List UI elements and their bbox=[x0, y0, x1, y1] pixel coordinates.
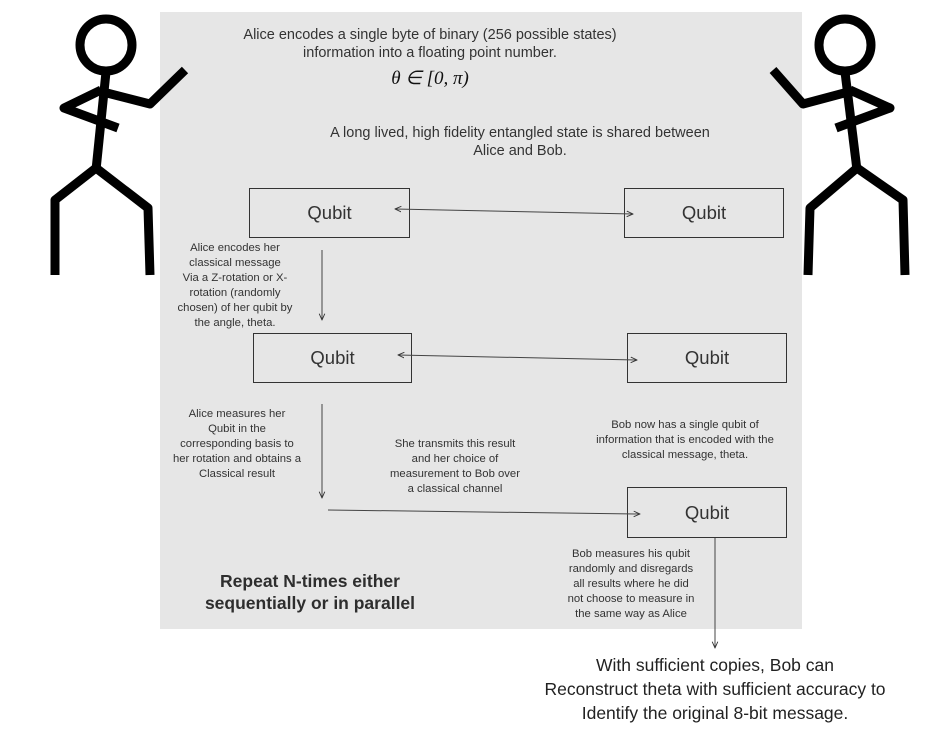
note-line: and her choice of bbox=[411, 453, 499, 465]
classical-channel-arrow bbox=[327, 509, 640, 514]
conclusion-text: With sufficient copies, Bob can Reconstr… bbox=[495, 653, 935, 725]
entanglement-arrow-2 bbox=[398, 355, 637, 360]
note-line: the angle, theta. bbox=[194, 317, 276, 329]
bob-figure bbox=[769, 14, 910, 276]
conclusion-line: With sufficient copies, Bob can bbox=[596, 655, 834, 675]
theta-range: θ ∈ [0, π) bbox=[391, 68, 469, 89]
bob-qubit-3: Qubit bbox=[627, 487, 787, 538]
alice-figure bbox=[50, 14, 189, 276]
note-line: Qubit in the bbox=[208, 423, 266, 435]
bob-qubit-2: Qubit bbox=[627, 333, 787, 383]
note-line: Classical result bbox=[199, 468, 275, 480]
conclusion-line: Reconstruct theta with sufficient accura… bbox=[544, 679, 886, 699]
note-line: Bob now has a single qubit of bbox=[611, 419, 759, 431]
entangled-line-1: A long lived, high fidelity entangled st… bbox=[330, 125, 710, 141]
bob-qubit-1: Qubit bbox=[624, 188, 784, 238]
transmit-note: She transmits this result and her choice… bbox=[380, 437, 530, 497]
note-line: information that is encoded with the bbox=[596, 434, 774, 446]
note-line: all results where he did bbox=[573, 578, 689, 590]
repeat-note: Repeat N-times either sequentially or in… bbox=[180, 570, 440, 614]
intro-text: Alice encodes a single byte of binary (2… bbox=[200, 26, 660, 62]
note-line: randomly and disregards bbox=[568, 563, 694, 575]
note-line: chosen) of her qubit by bbox=[177, 302, 293, 314]
repeat-line: sequentially or in parallel bbox=[204, 593, 416, 613]
intro-line-1: Alice encodes a single byte of binary (2… bbox=[243, 27, 617, 43]
entangled-text: A long lived, high fidelity entangled st… bbox=[290, 124, 750, 160]
note-line: measurement to Bob over bbox=[390, 468, 520, 480]
alice-measure-note: Alice measures her Qubit in the correspo… bbox=[162, 407, 312, 482]
note-line: Alice encodes her bbox=[190, 242, 280, 254]
note-line: classical message bbox=[189, 257, 281, 269]
entangled-line-2: Alice and Bob. bbox=[473, 143, 567, 159]
note-line: classical message, theta. bbox=[621, 449, 749, 461]
note-line: Bob measures his qubit bbox=[571, 548, 691, 560]
alice-qubit-2: Qubit bbox=[253, 333, 412, 383]
bob-measure-note: Bob measures his qubit randomly and disr… bbox=[556, 547, 706, 622]
intro-line-2: information into a floating point number… bbox=[303, 45, 557, 61]
note-line: not choose to measure in bbox=[567, 593, 695, 605]
note-line: Via a Z-rotation or X- bbox=[182, 272, 288, 284]
note-line: her rotation and obtains a bbox=[172, 453, 302, 465]
alice-encode-note: Alice encodes her classical message Via … bbox=[170, 241, 300, 331]
note-line: Alice measures her bbox=[188, 408, 286, 420]
note-line: corresponding basis to bbox=[180, 438, 294, 450]
bob-info-note: Bob now has a single qubit of informatio… bbox=[580, 418, 790, 463]
note-line: a classical channel bbox=[407, 483, 503, 495]
repeat-line: Repeat N-times either bbox=[220, 571, 400, 591]
conclusion-line: Identify the original 8-bit message. bbox=[581, 703, 849, 723]
note-line: the same way as Alice bbox=[575, 608, 687, 620]
note-line: She transmits this result bbox=[394, 438, 516, 450]
alice-qubit-1: Qubit bbox=[249, 188, 410, 238]
entanglement-arrow-1 bbox=[395, 209, 633, 214]
note-line: rotation (randomly bbox=[189, 287, 281, 299]
